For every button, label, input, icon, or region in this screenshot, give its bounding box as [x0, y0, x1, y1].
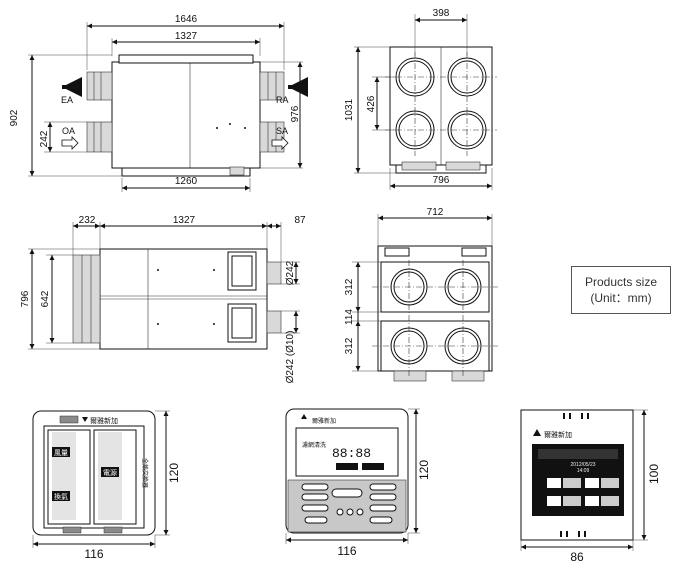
sa-label: SA — [276, 126, 288, 136]
c3-tile[interactable] — [547, 478, 561, 488]
oa-arrow-icon — [61, 136, 79, 150]
c3-date: 2012/05/23 — [570, 462, 595, 468]
dim-c1-116: 116 — [84, 547, 103, 561]
plan-duct-top — [266, 261, 282, 285]
units-note: Products size (Unit：mm) — [571, 266, 671, 314]
ra-label: RA — [276, 95, 289, 105]
c2-key[interactable] — [301, 493, 329, 501]
c1-brand: 爾雅新加 — [90, 416, 118, 425]
c2-key[interactable] — [331, 488, 363, 498]
c2-key[interactable] — [336, 508, 344, 516]
dim-426: 426 — [366, 95, 377, 112]
end-view: 712 312 114 312 — [344, 207, 498, 382]
c3-tile[interactable] — [601, 496, 619, 506]
dim-312a: 312 — [344, 278, 355, 295]
dim-1327b: 1327 — [173, 215, 196, 226]
oa-label: OA — [62, 126, 75, 136]
c2-key[interactable] — [304, 516, 328, 524]
c2-lcd-digits: 88:88 — [332, 446, 371, 461]
dim-c1-120: 120 — [167, 463, 181, 483]
units-note-title: Products size — [584, 275, 658, 289]
dim-c3-86: 86 — [570, 550, 584, 564]
c3-tile[interactable] — [563, 496, 581, 506]
c3-tile[interactable] — [601, 478, 619, 488]
dim-312b: 312 — [344, 337, 355, 354]
dim-c2-120: 120 — [417, 460, 431, 480]
c3-time: 14:09 — [577, 468, 590, 474]
c1-button-airflow[interactable]: 風量 — [54, 449, 68, 457]
c1-side-label: 全熱交換器 — [141, 458, 149, 488]
dim-712: 712 — [427, 207, 444, 218]
c3-tile[interactable] — [585, 478, 599, 488]
c2-brand: 爾雅新加 — [312, 417, 336, 425]
plan-duct-bottom — [266, 310, 282, 334]
plan-view: 232 1327 87 796 642 Ø242 Ø242 (Ø10) — [20, 215, 306, 383]
controller-3: 爾雅新加 2012/05/23 14:09 100 86 — [520, 409, 661, 564]
dim-796: 796 — [433, 175, 450, 186]
dim-d242: Ø242 — [285, 260, 296, 285]
c1-button-exchange[interactable]: 換氣 — [54, 492, 68, 501]
oa-duct — [86, 121, 113, 153]
dim-1327: 1327 — [175, 31, 198, 42]
dim-114: 114 — [344, 309, 355, 325]
dim-1260: 1260 — [175, 176, 198, 187]
dim-c3-100: 100 — [647, 464, 661, 484]
c2-key[interactable] — [369, 504, 397, 512]
ea-label: EA — [61, 95, 73, 105]
dim-976: 976 — [290, 105, 301, 122]
sa-arrow-icon — [271, 136, 289, 150]
dim-1031: 1031 — [344, 98, 355, 121]
c1-button-power[interactable]: 電源 — [103, 468, 117, 477]
plan-left-duct — [72, 254, 101, 344]
c3-brand: 爾雅新加 — [544, 430, 572, 439]
c2-key[interactable] — [301, 504, 329, 512]
dim-87: 87 — [294, 215, 306, 226]
dim-1646: 1646 — [175, 14, 198, 25]
c2-key[interactable] — [369, 516, 393, 524]
side-view: 398 1031 426 796 — [344, 8, 497, 190]
c2-key[interactable] — [301, 483, 329, 491]
unit-body — [111, 61, 261, 169]
controller-1: 爾雅新加 風量 換氣 電源 全熱交換器 120 116 — [32, 410, 181, 561]
dim-642: 642 — [40, 290, 51, 307]
c3-tile[interactable] — [563, 478, 581, 488]
c2-key[interactable] — [369, 483, 397, 491]
dim-398: 398 — [433, 8, 450, 19]
dim-232: 232 — [79, 215, 96, 226]
c3-tile[interactable] — [585, 496, 599, 506]
dim-c2-116: 116 — [337, 544, 356, 558]
c2-lcd-line: 濾網清洗 — [302, 441, 326, 449]
ea-duct — [86, 71, 113, 101]
controller-2: 爾雅新加 濾網清洗 88:88 120 116 — [285, 408, 431, 558]
front-view: EA OA RA SA 1646 1327 1260 902 242 976 — [9, 14, 308, 192]
units-note-unit: (Unit：mm) — [590, 291, 652, 305]
c2-key[interactable] — [369, 493, 397, 501]
dim-d242b: Ø242 (Ø10) — [285, 331, 296, 384]
c2-key[interactable] — [346, 508, 354, 516]
c3-tile[interactable] — [547, 496, 561, 506]
ra-duct — [259, 71, 285, 101]
dim-796b: 796 — [20, 290, 31, 307]
dim-902: 902 — [9, 109, 20, 126]
sa-duct — [259, 121, 285, 153]
c2-key[interactable] — [356, 508, 364, 516]
dim-242: 242 — [39, 130, 50, 147]
